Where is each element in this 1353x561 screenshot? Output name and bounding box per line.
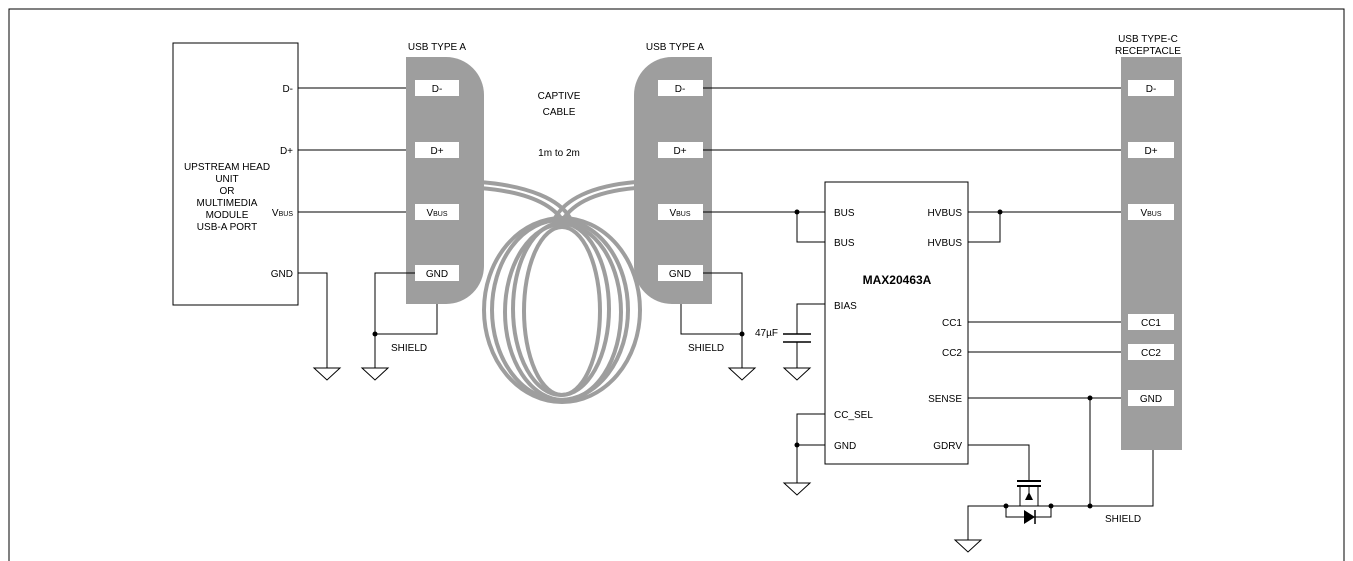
- typec-pin-box-dminus: [1128, 80, 1174, 96]
- typec-pin-box-cc1: [1128, 314, 1174, 330]
- connector-left-pin-box-gnd: [415, 265, 459, 281]
- connector-right-pin-box-dplus: [658, 142, 703, 158]
- typec-pin-cc1: CC1: [1141, 318, 1161, 329]
- typec-pin-box-cc2: [1128, 344, 1174, 360]
- chip-pin-bus-2: BUS: [834, 238, 855, 249]
- ground-symbol-shield-mid: [727, 367, 757, 381]
- chip-pin-sense: SENSE: [928, 394, 962, 405]
- connector-right-pin-box-vbus: [658, 204, 703, 220]
- wire-cc-sel-gnd: [796, 413, 825, 446]
- ground-symbol-host: [312, 367, 342, 381]
- connector-left-pin-dminus: D-: [432, 84, 443, 95]
- typec-pin-vbus: VBUS: [1140, 208, 1161, 219]
- chip-name: MAX20463A: [863, 273, 932, 287]
- captive-cable-coil: [479, 180, 642, 404]
- typec-title-line-1: USB TYPE-C: [1118, 34, 1178, 45]
- shield-mid-label: SHIELD: [688, 343, 724, 354]
- typec-pin-box-vbus: [1128, 204, 1174, 220]
- host-block: [172, 42, 299, 306]
- connector-right-pin-box-gnd: [658, 265, 703, 281]
- cable-length-label: 1m to 2m: [538, 148, 580, 159]
- usb-a-plug-left: [406, 57, 484, 304]
- ground-symbol-chip: [782, 482, 812, 496]
- connector-right-pin-dminus: D-: [675, 84, 686, 95]
- connector-left-pin-box-dplus: [415, 142, 459, 158]
- typec-title-line-2: RECEPTACLE: [1115, 46, 1181, 57]
- wire-gdrv: [968, 444, 1030, 481]
- wire-mosfet-ground: [967, 505, 1006, 540]
- ground-symbol-capacitor: [782, 367, 812, 381]
- host-pin-vbus: VBUS: [272, 208, 293, 219]
- shield-right-label: SHIELD: [1105, 514, 1141, 525]
- host-label-line-5: MODULE: [206, 210, 249, 221]
- chip-pin-cc1: CC1: [942, 318, 962, 329]
- diagram-frame: [8, 8, 1345, 561]
- connector-left-pin-box-vbus: [415, 204, 459, 220]
- typec-pin-dminus: D-: [1146, 84, 1157, 95]
- connector-right-pin-gnd: GND: [669, 269, 691, 280]
- host-label-line-4: MULTIMEDIA: [197, 198, 258, 209]
- connector-right-pin-box-dminus: [658, 80, 703, 96]
- typec-pin-cc2: CC2: [1141, 348, 1161, 359]
- chip-pin-bus-1: BUS: [834, 208, 855, 219]
- ground-symbol-mosfet: [953, 539, 983, 553]
- wire-hvbus-2: [968, 212, 1001, 243]
- host-label: UPSTREAM HEAD UNIT OR MULTIMEDIA MODULE …: [184, 162, 270, 233]
- host-label-line-1: UPSTREAM HEAD: [184, 162, 270, 173]
- wire-gnd-host: [298, 272, 328, 368]
- chip-pin-hvbus-1: HVBUS: [928, 208, 963, 219]
- capacitor-label: 47µF: [755, 328, 778, 339]
- wire-shield-right: [1006, 450, 1154, 507]
- chip-pin-gdrv: GDRV: [933, 441, 962, 452]
- typec-pin-gnd: GND: [1140, 394, 1162, 405]
- host-label-line-6: USB-A PORT: [197, 222, 257, 233]
- connector-right-pin-dplus: D+: [673, 146, 686, 157]
- connector-right-pin-vbus: VBUS: [669, 208, 690, 219]
- wire-bus-2: [796, 212, 825, 243]
- cable-label-line-2: CABLE: [543, 107, 576, 118]
- diode-symbol: [1024, 510, 1035, 524]
- usb-typec-receptacle: [1121, 57, 1182, 450]
- wire-bias: [796, 303, 825, 334]
- max20463a-chip: [824, 181, 969, 465]
- connector-left-title: USB TYPE A: [408, 42, 467, 53]
- connector-left-pin-dplus: D+: [430, 146, 443, 157]
- host-label-line-2: UNIT: [215, 174, 238, 185]
- mosfet-body-arrow: [1025, 492, 1033, 500]
- typec-pin-box-dplus: [1128, 142, 1174, 158]
- chip-pin-hvbus-2: HVBUS: [928, 238, 963, 249]
- connector-left-pin-gnd: GND: [426, 269, 448, 280]
- connector-left-pin-box-dminus: [415, 80, 459, 96]
- typec-pin-dplus: D+: [1144, 146, 1157, 157]
- host-pin-gnd: GND: [271, 269, 293, 280]
- typec-pin-box-gnd: [1128, 390, 1174, 406]
- chip-pin-bias: BIAS: [834, 301, 857, 312]
- junction-shield-right: [1087, 503, 1093, 509]
- usb-a-plug-right: [634, 57, 712, 304]
- connector-left-pin-vbus: VBUS: [426, 208, 447, 219]
- connector-right-title: USB TYPE A: [646, 42, 705, 53]
- host-pin-dminus: D-: [282, 84, 293, 95]
- chip-pin-gnd: GND: [834, 441, 856, 452]
- ground-symbol-shield-left: [360, 367, 390, 381]
- chip-pin-cc2: CC2: [942, 348, 962, 359]
- cable-label-line-1: CAPTIVE: [538, 91, 581, 102]
- host-label-line-3: OR: [220, 186, 235, 197]
- shield-left-label: SHIELD: [391, 343, 427, 354]
- chip-pin-cc-sel: CC_SEL: [834, 410, 873, 421]
- host-pin-dplus: D+: [280, 146, 293, 157]
